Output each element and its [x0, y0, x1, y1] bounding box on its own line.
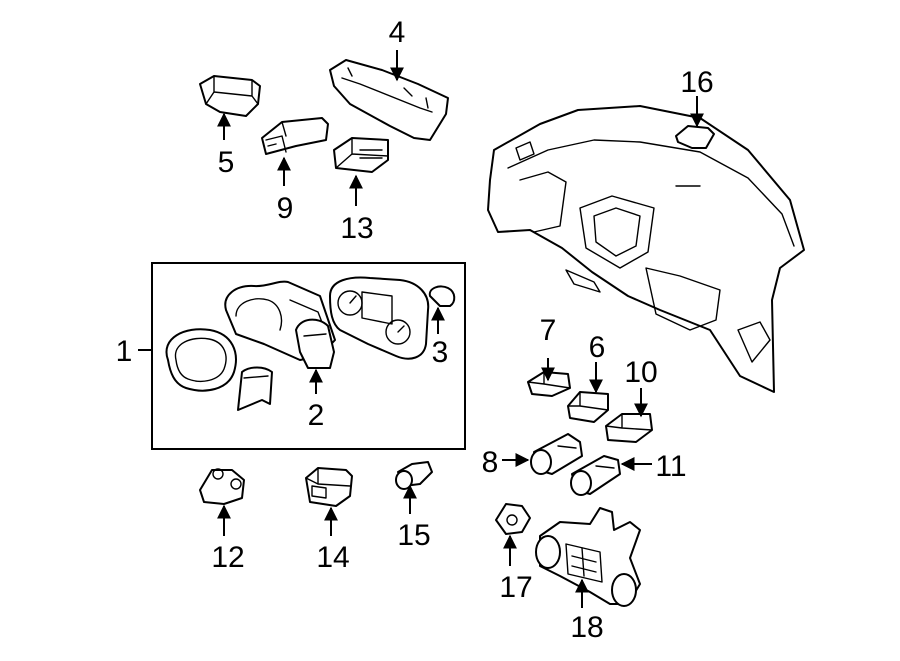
cluster-hood-cover	[237, 366, 273, 411]
callout-4: 4	[389, 16, 406, 49]
callout-17: 17	[499, 571, 532, 604]
callout-labels: 1 2 3 4 5 6 7 8 9 10 11 12 13 14 15 16 1…	[116, 16, 714, 644]
callout-3: 3	[432, 336, 449, 369]
part-9-switch	[261, 117, 329, 155]
callout-14: 14	[316, 541, 349, 574]
part-8-knob-switch	[530, 433, 583, 475]
cluster-bezel-ring	[165, 328, 237, 392]
callout-1: 1	[116, 335, 133, 368]
callout-6: 6	[589, 331, 606, 364]
callout-7: 7	[540, 314, 557, 347]
part-14-switch	[305, 467, 353, 507]
part-4-panel	[329, 59, 449, 141]
part-12-sensor	[199, 468, 245, 505]
bulb-socket	[428, 285, 456, 307]
callout-13: 13	[340, 212, 373, 245]
part-17-clip	[495, 503, 531, 535]
callout-12: 12	[211, 541, 244, 574]
part-15-bulb	[395, 461, 433, 490]
part-10-switch	[605, 413, 653, 443]
callout-16: 16	[680, 66, 713, 99]
callout-5: 5	[218, 146, 235, 179]
part-11-knob-switch	[570, 455, 621, 496]
cluster-lens	[295, 318, 335, 369]
callout-15: 15	[397, 519, 430, 552]
part-5-switch	[199, 75, 261, 117]
callout-9: 9	[277, 192, 294, 225]
callout-11: 11	[655, 450, 686, 483]
gauge-face	[329, 276, 430, 360]
part-18-climate-control	[535, 507, 641, 607]
leader-lines	[138, 50, 704, 608]
callout-18: 18	[570, 611, 603, 644]
part-13-switch	[333, 137, 389, 173]
cluster-group-box	[151, 262, 466, 450]
callout-10: 10	[624, 356, 657, 389]
dashboard-assembly	[487, 105, 805, 393]
callout-8: 8	[482, 446, 499, 479]
part-6-switch	[567, 391, 609, 423]
callout-2: 2	[308, 399, 325, 432]
